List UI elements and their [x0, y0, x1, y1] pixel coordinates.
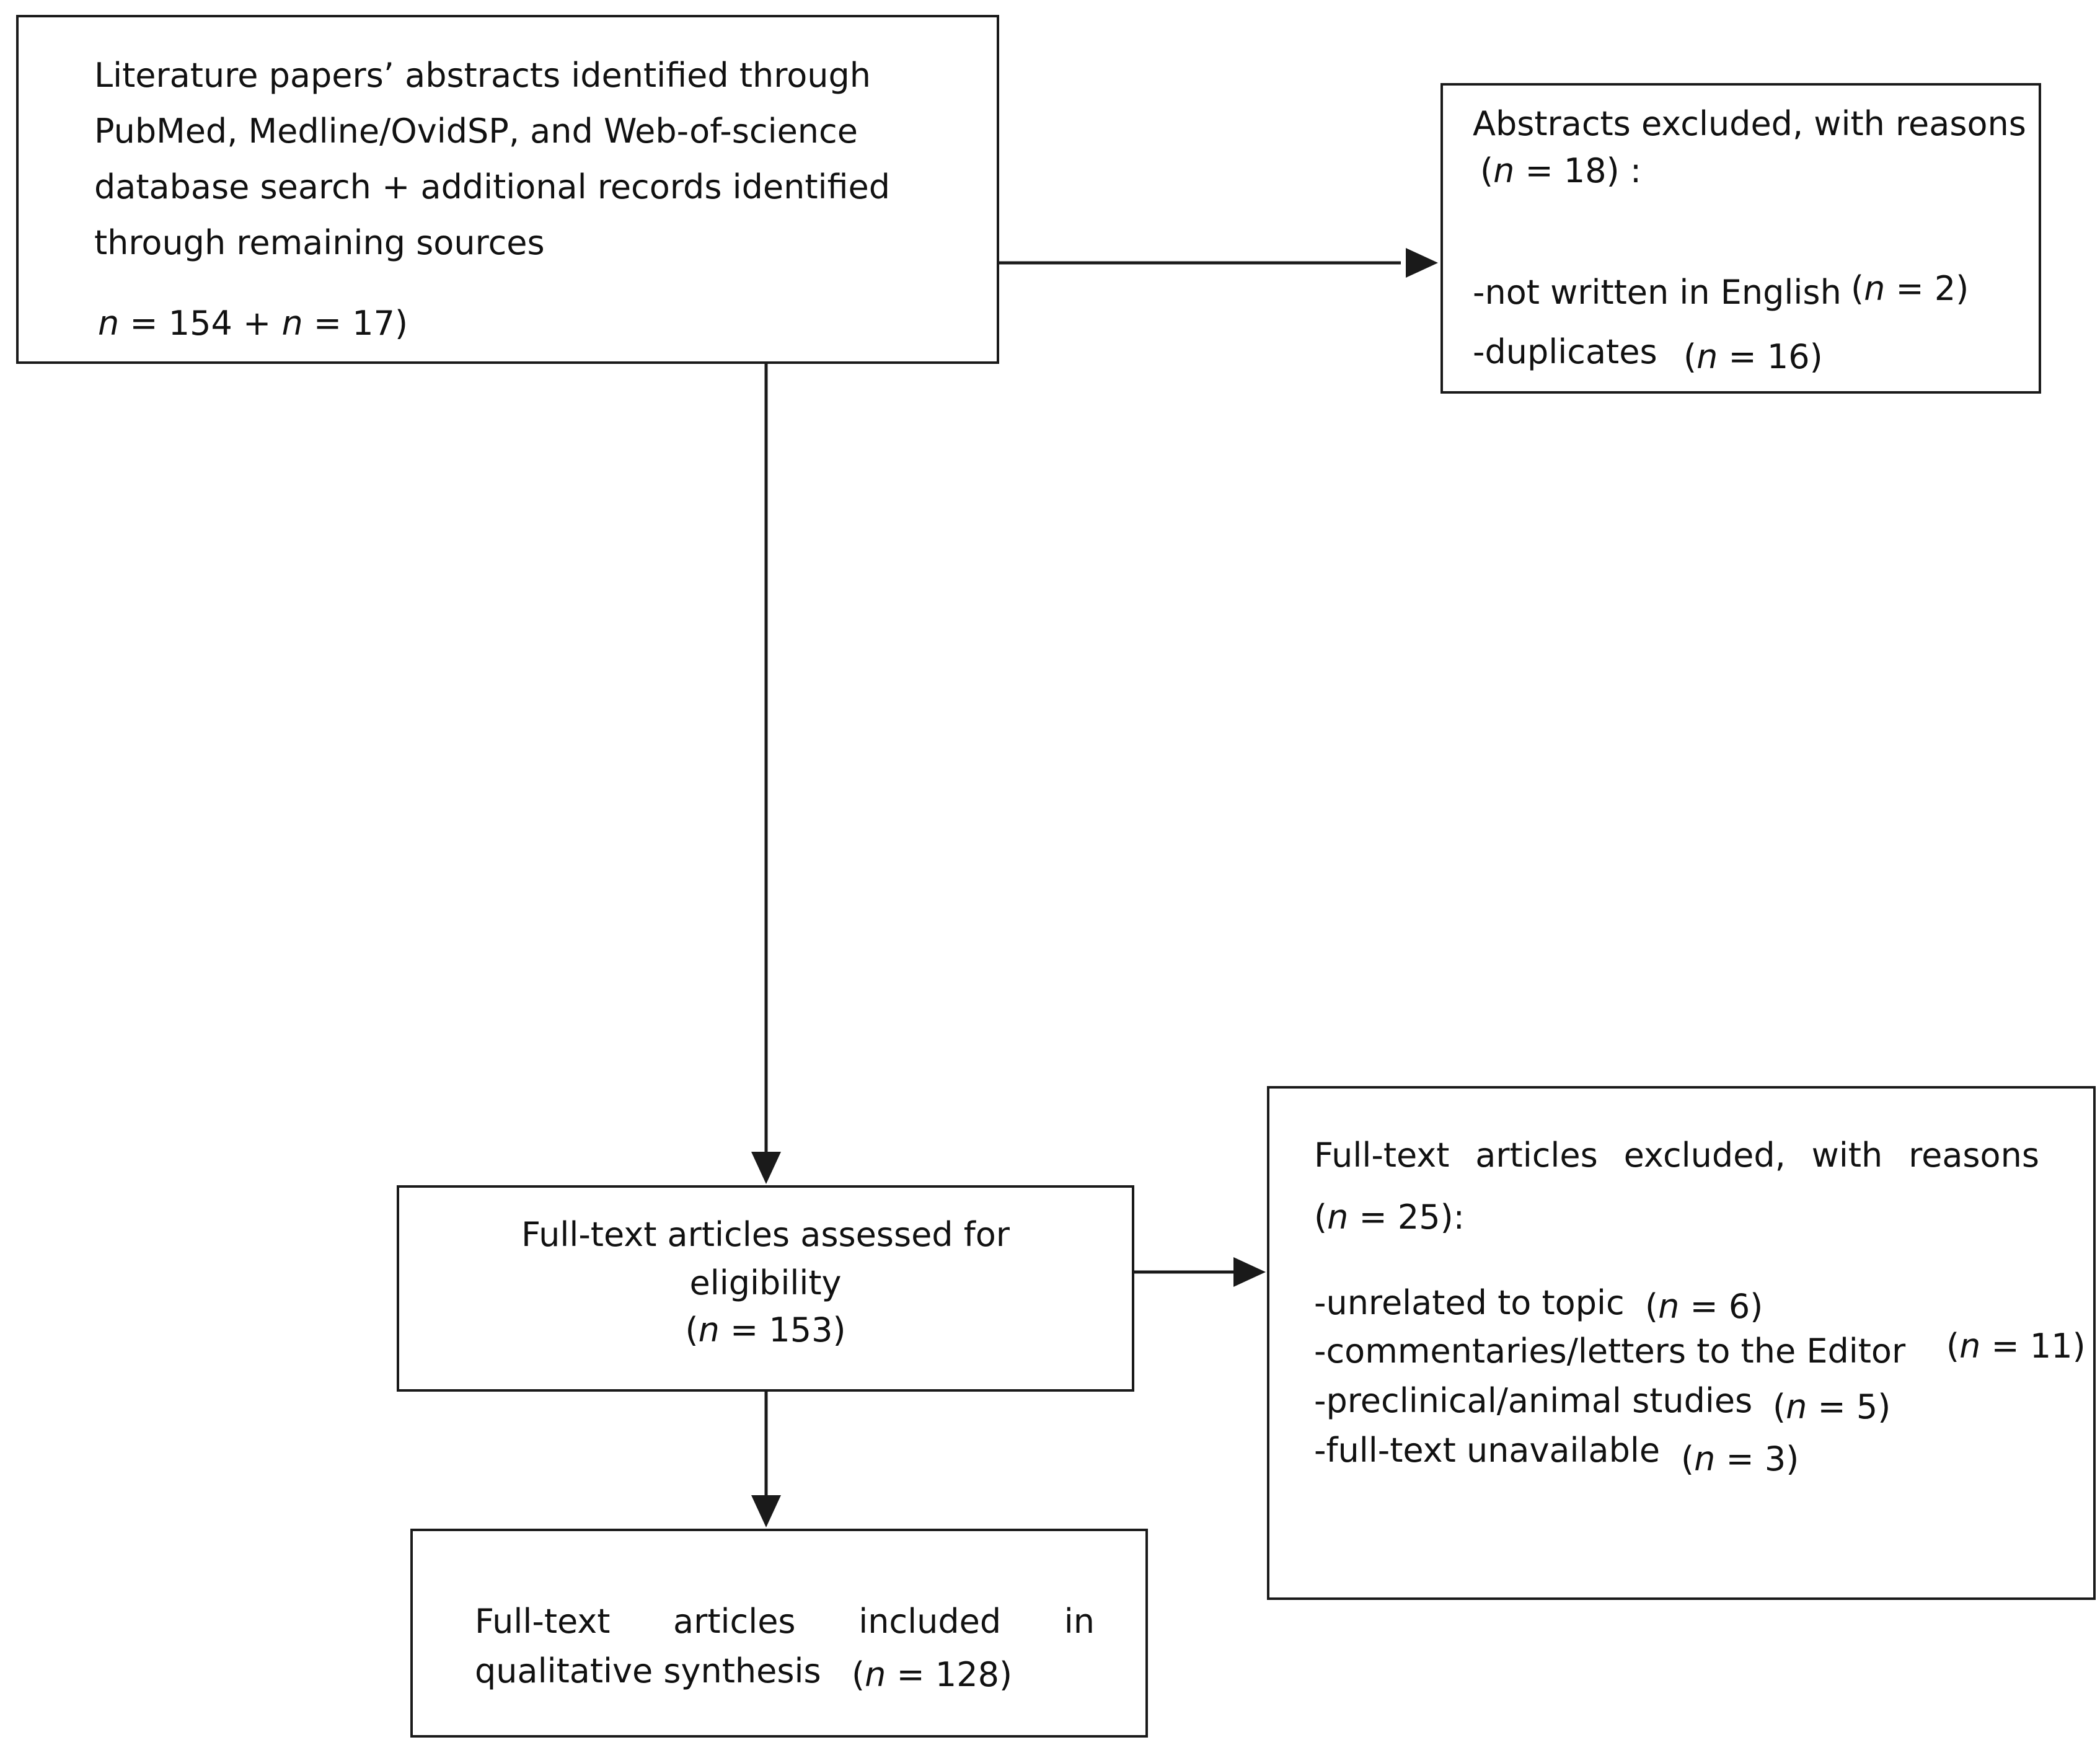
abstracts-excluded-count: (n = 18) :	[1480, 151, 1642, 190]
reason-unavailable-count: (n = 3)	[1681, 1439, 1799, 1478]
identified-records-box: Literature papers’ abstracts identified …	[16, 15, 999, 364]
identified-line-2: PubMed, Medline/OvidSP, and Web-of-scien…	[94, 112, 858, 151]
reason-preclinical: -preclinical/animal studies	[1314, 1381, 1753, 1420]
identified-line-4: through remaining sources	[94, 223, 545, 262]
reason-not-english: -not written in English	[1473, 273, 1842, 312]
assessed-box: Full-text articles assessed for eligibil…	[397, 1185, 1134, 1392]
abstracts-excluded-heading: Abstracts excluded, with reasons	[1473, 104, 2026, 143]
fulltext-excluded-heading: Full-text articles excluded, with reason…	[1314, 1136, 2039, 1175]
reason-unrelated: -unrelated to topic	[1314, 1283, 1625, 1322]
arrow-identified-to-abstracts-excluded	[999, 248, 1438, 278]
identified-line-1: Literature papers’ abstracts identified …	[94, 56, 871, 95]
assessed-line-2: eligibility	[689, 1263, 842, 1302]
included-count: (n = 128)	[852, 1655, 1013, 1694]
reason-commentaries-count: (n = 11)	[1946, 1327, 2086, 1366]
identified-line-3: database search + additional records ide…	[94, 167, 891, 206]
assessed-count: (n = 153)	[685, 1310, 846, 1350]
reason-commentaries: -commentaries/letters to the Editor	[1314, 1332, 1906, 1371]
arrow-assessed-to-included	[751, 1392, 781, 1527]
included-line-1: Full-text articles included in	[475, 1602, 1095, 1641]
reason-not-english-count: (n = 2)	[1851, 269, 1969, 308]
reason-preclinical-count: (n = 5)	[1773, 1387, 1891, 1426]
assessed-line-1: Full-text articles assessed for	[521, 1215, 1010, 1254]
arrow-identified-to-assessed	[751, 364, 781, 1184]
reason-duplicates: -duplicates	[1473, 332, 1657, 371]
arrow-assessed-to-fulltext-excluded	[1134, 1257, 1266, 1287]
included-box: Full-text articles included in qualitati…	[410, 1529, 1148, 1738]
abstracts-excluded-box: Abstracts excluded, with reasons (n = 18…	[1440, 83, 2041, 394]
identified-count: n = 154 + n = 17)	[98, 304, 408, 343]
reason-unavailable: -full-text unavailable	[1314, 1431, 1661, 1470]
fulltext-excluded-count: (n = 25):	[1314, 1198, 1465, 1237]
fulltext-excluded-box: Full-text articles excluded, with reason…	[1267, 1086, 2096, 1600]
reason-unrelated-count: (n = 6)	[1645, 1287, 1763, 1326]
reason-duplicates-count: (n = 16)	[1683, 337, 1823, 376]
included-line-2: qualitative synthesis	[475, 1651, 821, 1690]
